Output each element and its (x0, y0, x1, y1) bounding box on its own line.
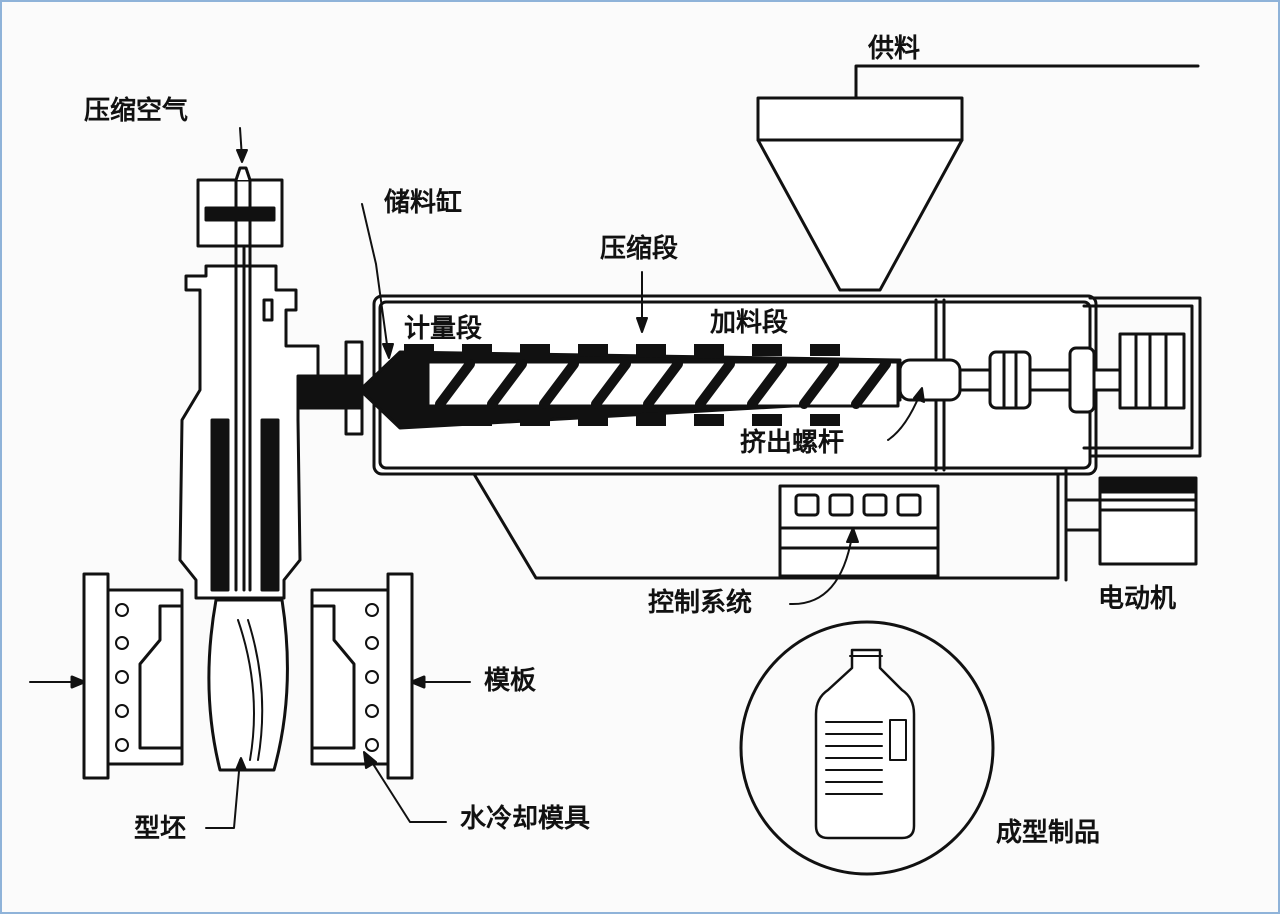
label-reservoir: 储料缸 (384, 188, 463, 218)
label-motor: 电动机 (1098, 584, 1177, 614)
control-panel (778, 484, 940, 578)
formed-product (739, 620, 995, 876)
drive-shaft (898, 346, 1122, 414)
label-extruder-screw: 挤出螺杆 (740, 428, 845, 458)
parison (207, 598, 289, 772)
cooling-holes-left (115, 603, 129, 752)
leader-lines (205, 127, 925, 829)
label-feed-zone: 加料段 (710, 308, 789, 338)
motor (1064, 332, 1198, 566)
right-mold (310, 572, 471, 780)
label-compression-zone: 压缩段 (600, 234, 679, 264)
label-feed: 供料 (868, 34, 921, 64)
label-formed-product: 成型制品 (996, 818, 1101, 848)
label-water-cooled-mold: 水冷却模具 (460, 804, 591, 834)
feed-hopper (756, 64, 1200, 292)
machine-base (472, 468, 1068, 582)
label-mold-plate: 模板 (484, 666, 537, 696)
label-parison: 型坯 (134, 814, 187, 844)
left-mold (29, 572, 184, 780)
label-metering-zone: 计量段 (404, 314, 483, 344)
die-head (178, 166, 320, 600)
extruder-screw (358, 344, 902, 430)
cooling-holes-right (365, 603, 379, 752)
label-compressed-air: 压缩空气 (84, 96, 189, 126)
label-control-system: 控制系统 (648, 588, 753, 618)
